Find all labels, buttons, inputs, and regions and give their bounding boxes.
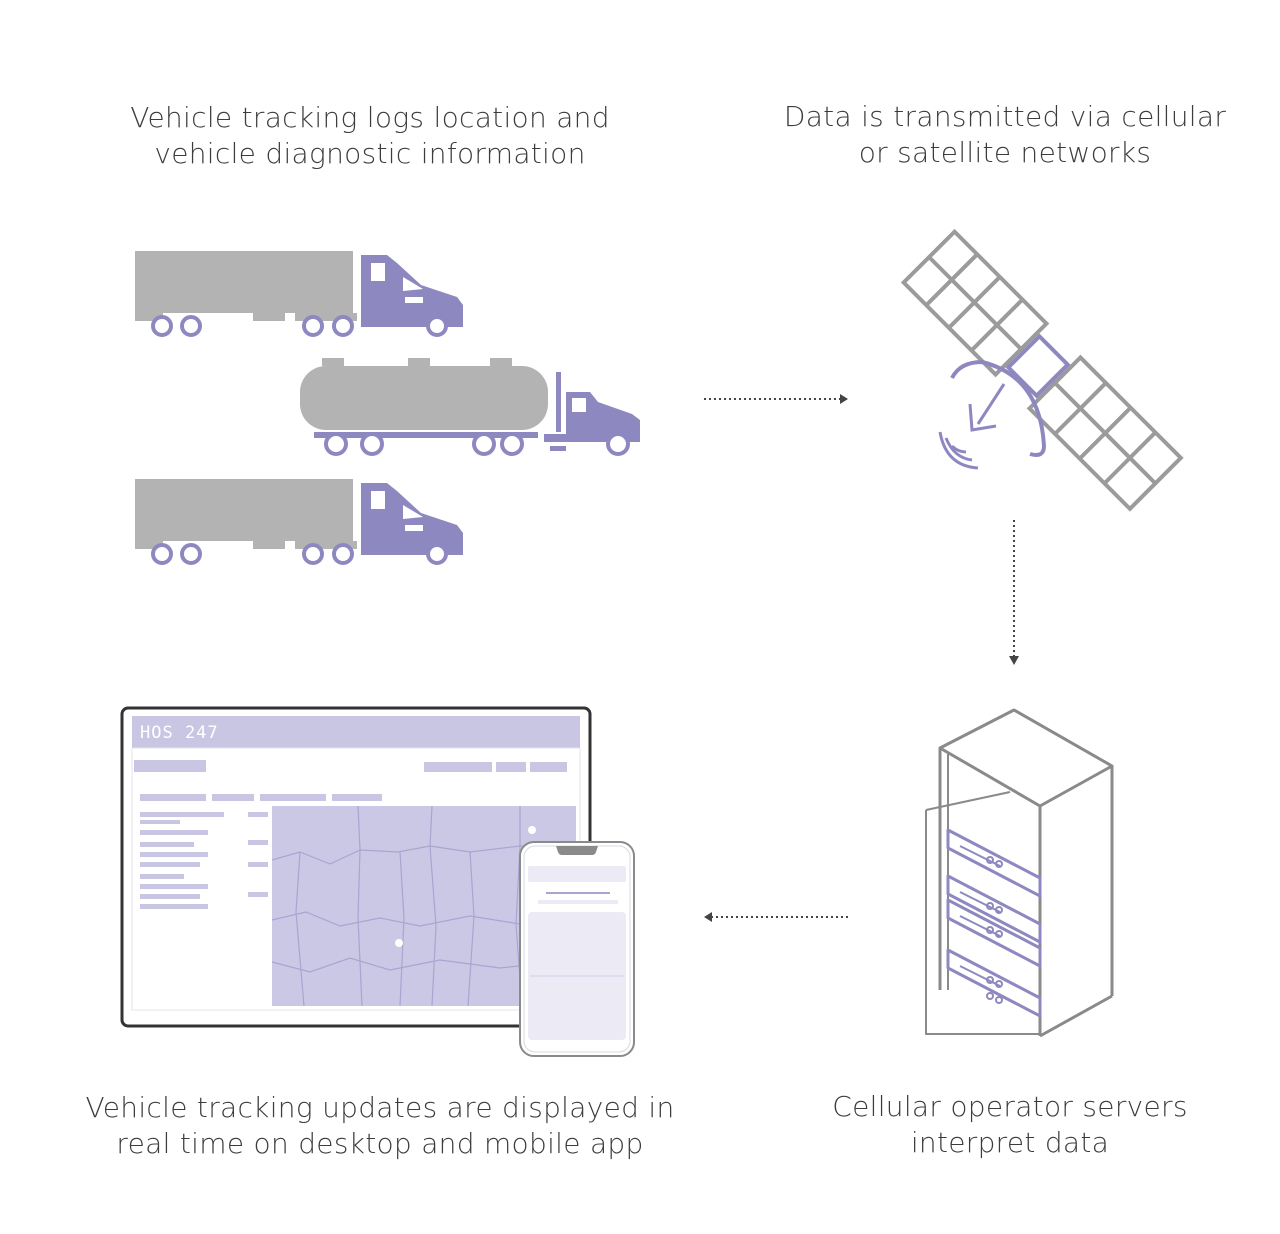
step-track-line2: vehicle diagnostic information — [154, 137, 586, 170]
tanker-truck-icon — [300, 358, 640, 456]
satellite-icon — [900, 228, 1184, 512]
mobile-phone-icon — [519, 841, 635, 1057]
step-track-caption: Vehicle tracking logs location and vehic… — [70, 100, 670, 172]
step-display-caption: Vehicle tracking updates are displayed i… — [60, 1090, 700, 1162]
step-interpret-caption: Cellular operator servers interpret data — [800, 1089, 1220, 1161]
step-interpret-line2: interpret data — [910, 1126, 1110, 1159]
dotted-arrow-left — [704, 912, 848, 922]
step-display-line1: Vehicle tracking updates are displayed i… — [85, 1091, 675, 1124]
dotted-arrow-right — [704, 394, 848, 404]
desktop-app-brand: HOS 247 — [140, 723, 219, 743]
server-rack-icon — [925, 708, 1114, 1038]
semi-truck-icon — [133, 249, 465, 337]
step-track-line1: Vehicle tracking logs location and — [130, 101, 610, 134]
desktop-monitor-icon: HOS 247 — [120, 706, 592, 1028]
step-display-line2: real time on desktop and mobile app — [116, 1127, 644, 1160]
semi-truck-icon — [133, 477, 465, 565]
step-transmit-line1: Data is transmitted via cellular — [783, 100, 1227, 133]
step-interpret-line1: Cellular operator servers — [832, 1090, 1188, 1123]
step-transmit-line2: or satellite networks — [858, 136, 1152, 169]
dotted-arrow-down — [1009, 520, 1019, 665]
step-transmit-caption: Data is transmitted via cellular or sate… — [760, 99, 1250, 171]
